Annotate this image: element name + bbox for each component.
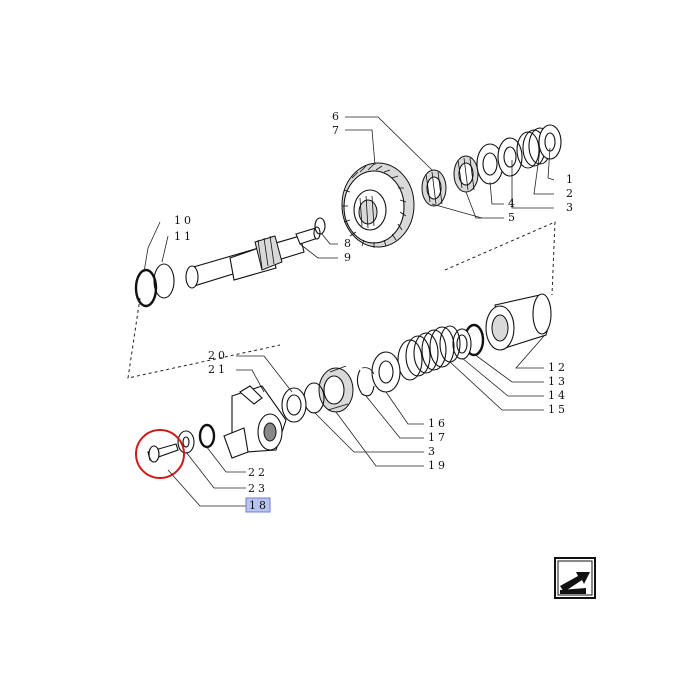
o-ring-22 — [198, 423, 216, 449]
assembly-dashed-frame — [127, 297, 281, 379]
washer-stack-upper — [476, 124, 562, 185]
callout-16: 16 — [428, 417, 448, 430]
leader-lines — [143, 116, 555, 507]
next-page-arrow-icon[interactable] — [554, 557, 596, 599]
callout-13: 13 — [548, 375, 568, 388]
assembly-dashed-frame-right — [444, 221, 556, 296]
callout-20: 20 — [208, 349, 228, 362]
callout-22: 22 — [248, 466, 268, 479]
callout-4: 4 — [508, 197, 518, 210]
callout-21: 21 — [208, 363, 228, 376]
callout-3: 3 — [566, 201, 576, 214]
bolt-18 — [147, 443, 179, 463]
callout-10: 10 — [174, 214, 194, 227]
bushing-12 — [485, 293, 552, 351]
bearing-19 — [318, 365, 354, 413]
callout-18[interactable]: 18 — [249, 499, 269, 512]
helical-gear — [341, 162, 415, 248]
callout-14: 14 — [548, 389, 568, 402]
highlight-circle — [135, 429, 185, 479]
circlip-17 — [356, 369, 375, 397]
callout-1: 1 — [566, 173, 576, 186]
callout-5: 5 — [508, 211, 518, 224]
callout-23: 23 — [248, 482, 268, 495]
o-ring-8 — [314, 217, 326, 235]
callout-7: 7 — [332, 124, 342, 137]
callout-3-lower: 3 — [428, 445, 438, 458]
snap-rings-10-11 — [134, 263, 175, 308]
callout-8: 8 — [344, 237, 354, 250]
needle-bearings — [421, 155, 479, 207]
main-shaft — [185, 226, 321, 289]
callout-9: 9 — [344, 251, 354, 264]
yoke-flange-21 — [223, 385, 287, 459]
callout-2: 2 — [566, 187, 576, 200]
callout-12: 12 — [548, 361, 568, 374]
callout-labels: 6 7 1 2 3 4 5 10 11 8 9 12 13 14 15 16 1… — [174, 110, 576, 513]
callout-19: 19 — [428, 459, 448, 472]
callout-6: 6 — [332, 110, 342, 123]
callout-15: 15 — [548, 403, 568, 416]
callout-11: 11 — [174, 230, 194, 243]
spring-15 — [397, 325, 461, 381]
callout-17: 17 — [428, 431, 448, 444]
callout-18-highlight — [245, 497, 271, 513]
